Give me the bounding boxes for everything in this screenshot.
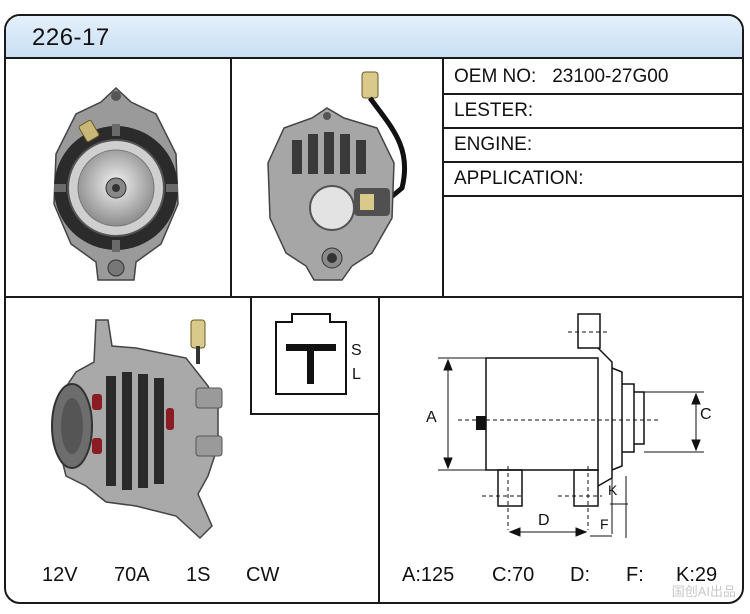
spec-rotation: CW [246, 564, 280, 586]
spec-amperage: 70A [114, 564, 150, 586]
application-label: APPLICATION: [454, 168, 584, 189]
connector-diagram [275, 313, 347, 395]
dimension-f-value: F: [626, 564, 644, 586]
dimension-label-k: K [608, 482, 618, 498]
oem-label: OEM NO: [454, 66, 537, 87]
oem-value: 23100-27G00 [552, 66, 669, 87]
divider-v2 [442, 59, 444, 297]
dimension-a-value: A:125 [402, 564, 455, 586]
spec-voltage: 12V [42, 564, 78, 586]
divider-h-info3 [442, 161, 742, 163]
lester-label: LESTER: [454, 100, 534, 121]
product-card: 226-17 OEM NO: 23100-27G00 LESTER: ENGIN… [4, 14, 744, 604]
dimension-label-f: F [600, 516, 609, 532]
spec-terminal: 1S [186, 564, 211, 586]
alternator-front-photo [53, 86, 179, 281]
dimension-drawing [438, 313, 704, 538]
dimension-k-value: K:29 [676, 564, 718, 586]
dimension-label-a: A [426, 409, 437, 426]
application-field: APPLICATION: [454, 163, 584, 195]
engine-label: ENGINE: [454, 134, 533, 155]
divider-v3 [250, 296, 252, 414]
divider-h-info4 [442, 195, 742, 197]
divider-h-info2 [442, 127, 742, 129]
oem-field: OEM NO: 23100-27G00 [454, 61, 668, 93]
divider-h-connector [250, 413, 380, 415]
alternator-rear-photo [267, 71, 408, 281]
divider-h-info1 [442, 93, 742, 95]
title-bar: 226-17 [6, 16, 742, 59]
engine-field: ENGINE: [454, 129, 532, 161]
dimension-d-value: D: [570, 564, 590, 586]
alternator-side-photo [51, 319, 223, 540]
dimension-label-d: D [538, 512, 550, 529]
dimension-label-c: C [700, 406, 712, 423]
terminal-l-label: L [352, 366, 361, 383]
part-number-title: 226-17 [32, 24, 110, 51]
dimension-c-value: C:70 [492, 564, 535, 586]
watermark-text: 国创AI出品 [671, 584, 736, 599]
divider-v1 [230, 59, 232, 297]
divider-h-mid [6, 296, 742, 298]
lester-field: LESTER: [454, 95, 533, 127]
divider-v4 [378, 296, 380, 602]
terminal-s-label: S [351, 342, 362, 359]
